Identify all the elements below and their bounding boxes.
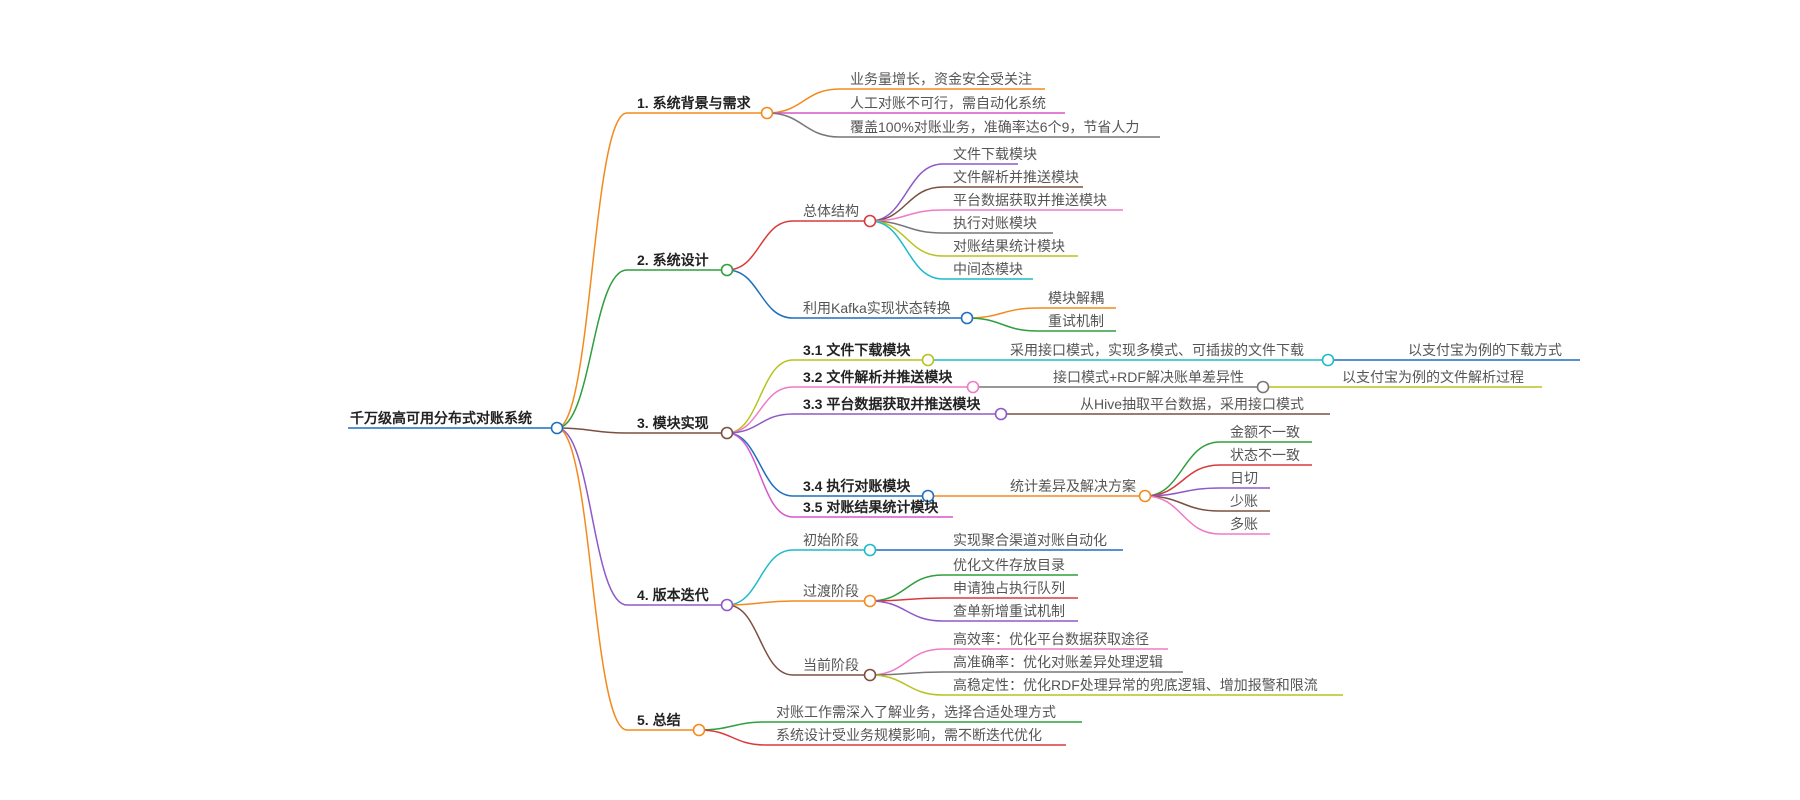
section-2-connector [556, 269, 628, 429]
section-3-5-connector [726, 432, 794, 518]
section-3-4-1-label: 统计差异及解决方案 [1010, 478, 1136, 494]
section-2-1-2-connector [869, 186, 944, 222]
section-5-connector [556, 427, 628, 731]
section-2-2-1-connector [966, 307, 1039, 319]
section-3-2-1-label: 接口模式+RDF解决账单差异性 [1053, 369, 1244, 385]
section-4-2-collapse-toggle[interactable] [863, 594, 877, 608]
section-3-3-collapse-toggle[interactable] [994, 407, 1008, 421]
section-2-2-1-label: 模块解耦 [1048, 290, 1104, 306]
section-4-2-3-label: 查单新增重试机制 [953, 603, 1065, 619]
section-2-1-3-label: 平台数据获取并推送模块 [953, 192, 1107, 208]
section-2-collapse-toggle[interactable] [720, 263, 734, 277]
section-1-label: 1. 系统背景与需求 [637, 95, 752, 111]
section-2-2-label: 利用Kafka实现状态转换 [803, 300, 951, 316]
section-4-connector [556, 427, 628, 606]
section-3-4-1-collapse-toggle[interactable] [1138, 489, 1152, 503]
section-4-2-1-connector [869, 574, 944, 602]
section-3-4-1-1-label: 金额不一致 [1230, 424, 1300, 440]
section-4-3-label: 当前阶段 [803, 657, 859, 673]
section-2-1-1-label: 文件下载模块 [953, 146, 1037, 162]
section-4-2-1-label: 优化文件存放目录 [953, 557, 1065, 573]
section-3-connector [556, 427, 628, 434]
section-3-4-label: 3.4 执行对账模块 [803, 478, 911, 494]
section-4-3-3-label: 高稳定性：优化RDF处理异常的兜底逻辑、增加报警和限流 [953, 677, 1318, 693]
section-3-2-1-1-label: 以支付宝为例的文件解析过程 [1342, 369, 1524, 385]
section-3-3-connector [726, 413, 794, 434]
section-3-4-1-4-connector [1144, 495, 1221, 512]
section-4-3-collapse-toggle[interactable] [863, 668, 877, 682]
section-3-4-1-5-label: 多账 [1230, 516, 1258, 532]
section-2-1-collapse-toggle[interactable] [863, 214, 877, 228]
section-1-3-label: 覆盖100%对账业务，准确率达6个9，节省人力 [850, 119, 1139, 135]
section-4-1-collapse-toggle[interactable] [863, 543, 877, 557]
section-4-collapse-toggle[interactable] [720, 598, 734, 612]
section-2-1-label: 总体结构 [803, 203, 859, 219]
section-2-2-collapse-toggle[interactable] [960, 311, 974, 325]
section-4-3-1-connector [869, 648, 944, 676]
section-3-2-1-collapse-toggle[interactable] [1256, 380, 1270, 394]
section-3-4-connector [726, 432, 794, 497]
section-4-3-connector [726, 604, 794, 676]
root-topic-label: 千万级高可用分布式对账系统 [350, 410, 532, 426]
section-3-5-label: 3.5 对账结果统计模块 [803, 499, 939, 515]
section-3-4-collapse-toggle[interactable] [921, 489, 935, 503]
section-4-1-1-label: 实现聚合渠道对账自动化 [953, 532, 1107, 548]
section-3-4-1-3-label: 日切 [1230, 470, 1258, 486]
section-2-1-6-label: 中间态模块 [953, 261, 1023, 277]
section-4-3-1-label: 高效率：优化平台数据获取途径 [953, 631, 1149, 647]
section-2-2-2-connector [966, 317, 1039, 332]
section-4-2-2-label: 申请独占执行队列 [953, 580, 1065, 596]
section-5-1-connector [698, 721, 767, 731]
section-2-1-4-label: 执行对账模块 [953, 215, 1037, 231]
section-4-3-2-label: 高准确率：优化对账差异处理逻辑 [953, 654, 1163, 670]
section-1-1-connector [766, 88, 841, 114]
section-3-collapse-toggle[interactable] [720, 426, 734, 440]
section-2-2-2-label: 重试机制 [1048, 313, 1104, 329]
section-4-1-connector [726, 549, 794, 606]
section-5-collapse-toggle[interactable] [692, 723, 706, 737]
section-2-label: 2. 系统设计 [637, 252, 709, 268]
section-5-2-connector [698, 729, 767, 746]
section-4-2-label: 过渡阶段 [803, 583, 859, 599]
section-3-2-collapse-toggle[interactable] [966, 380, 980, 394]
section-1-3-connector [766, 112, 841, 138]
section-2-1-1-connector [869, 163, 944, 222]
section-1-2-label: 人工对账不可行，需自动化系统 [850, 95, 1046, 111]
section-2-2-connector [726, 269, 794, 319]
section-5-1-label: 对账工作需深入了解业务，选择合适处理方式 [776, 704, 1056, 720]
section-2-1-connector [726, 220, 794, 271]
section-1-collapse-toggle[interactable] [760, 106, 774, 120]
section-3-4-1-5-connector [1144, 495, 1221, 535]
section-3-2-label: 3.2 文件解析并推送模块 [803, 369, 953, 385]
section-4-1-label: 初始阶段 [803, 532, 859, 548]
section-3-2-connector [726, 386, 794, 434]
root-collapse-toggle[interactable] [550, 421, 564, 435]
section-3-1-connector [726, 359, 794, 434]
section-3-3-label: 3.3 平台数据获取并推送模块 [803, 396, 981, 412]
section-3-1-1-collapse-toggle[interactable] [1321, 353, 1335, 367]
section-3-1-1-1-label: 以支付宝为例的下载方式 [1408, 342, 1562, 358]
section-3-4-1-1-connector [1144, 441, 1221, 497]
section-1-1-label: 业务量增长，资金安全受关注 [850, 71, 1032, 87]
section-4-3-3-connector [869, 674, 944, 696]
section-3-1-label: 3.1 文件下载模块 [803, 342, 911, 358]
section-3-4-1-2-label: 状态不一致 [1230, 447, 1300, 463]
section-4-2-connector [726, 600, 794, 606]
section-5-2-label: 系统设计受业务规模影响，需不断迭代优化 [776, 727, 1042, 743]
section-5-label: 5. 总结 [637, 712, 681, 728]
section-4-label: 4. 版本迭代 [637, 587, 709, 603]
section-3-4-1-4-label: 少账 [1230, 493, 1258, 509]
section-2-1-5-label: 对账结果统计模块 [953, 238, 1065, 254]
section-1-connector [556, 112, 628, 429]
section-2-1-6-connector [869, 220, 944, 280]
section-3-3-1-label: 从Hive抽取平台数据，采用接口模式 [1080, 396, 1304, 412]
section-4-2-3-connector [869, 600, 944, 622]
section-2-1-2-label: 文件解析并推送模块 [953, 169, 1079, 185]
section-3-1-1-label: 采用接口模式，实现多模式、可插拔的文件下载 [1010, 342, 1304, 358]
section-3-1-collapse-toggle[interactable] [921, 353, 935, 367]
section-3-label: 3. 模块实现 [637, 415, 709, 431]
